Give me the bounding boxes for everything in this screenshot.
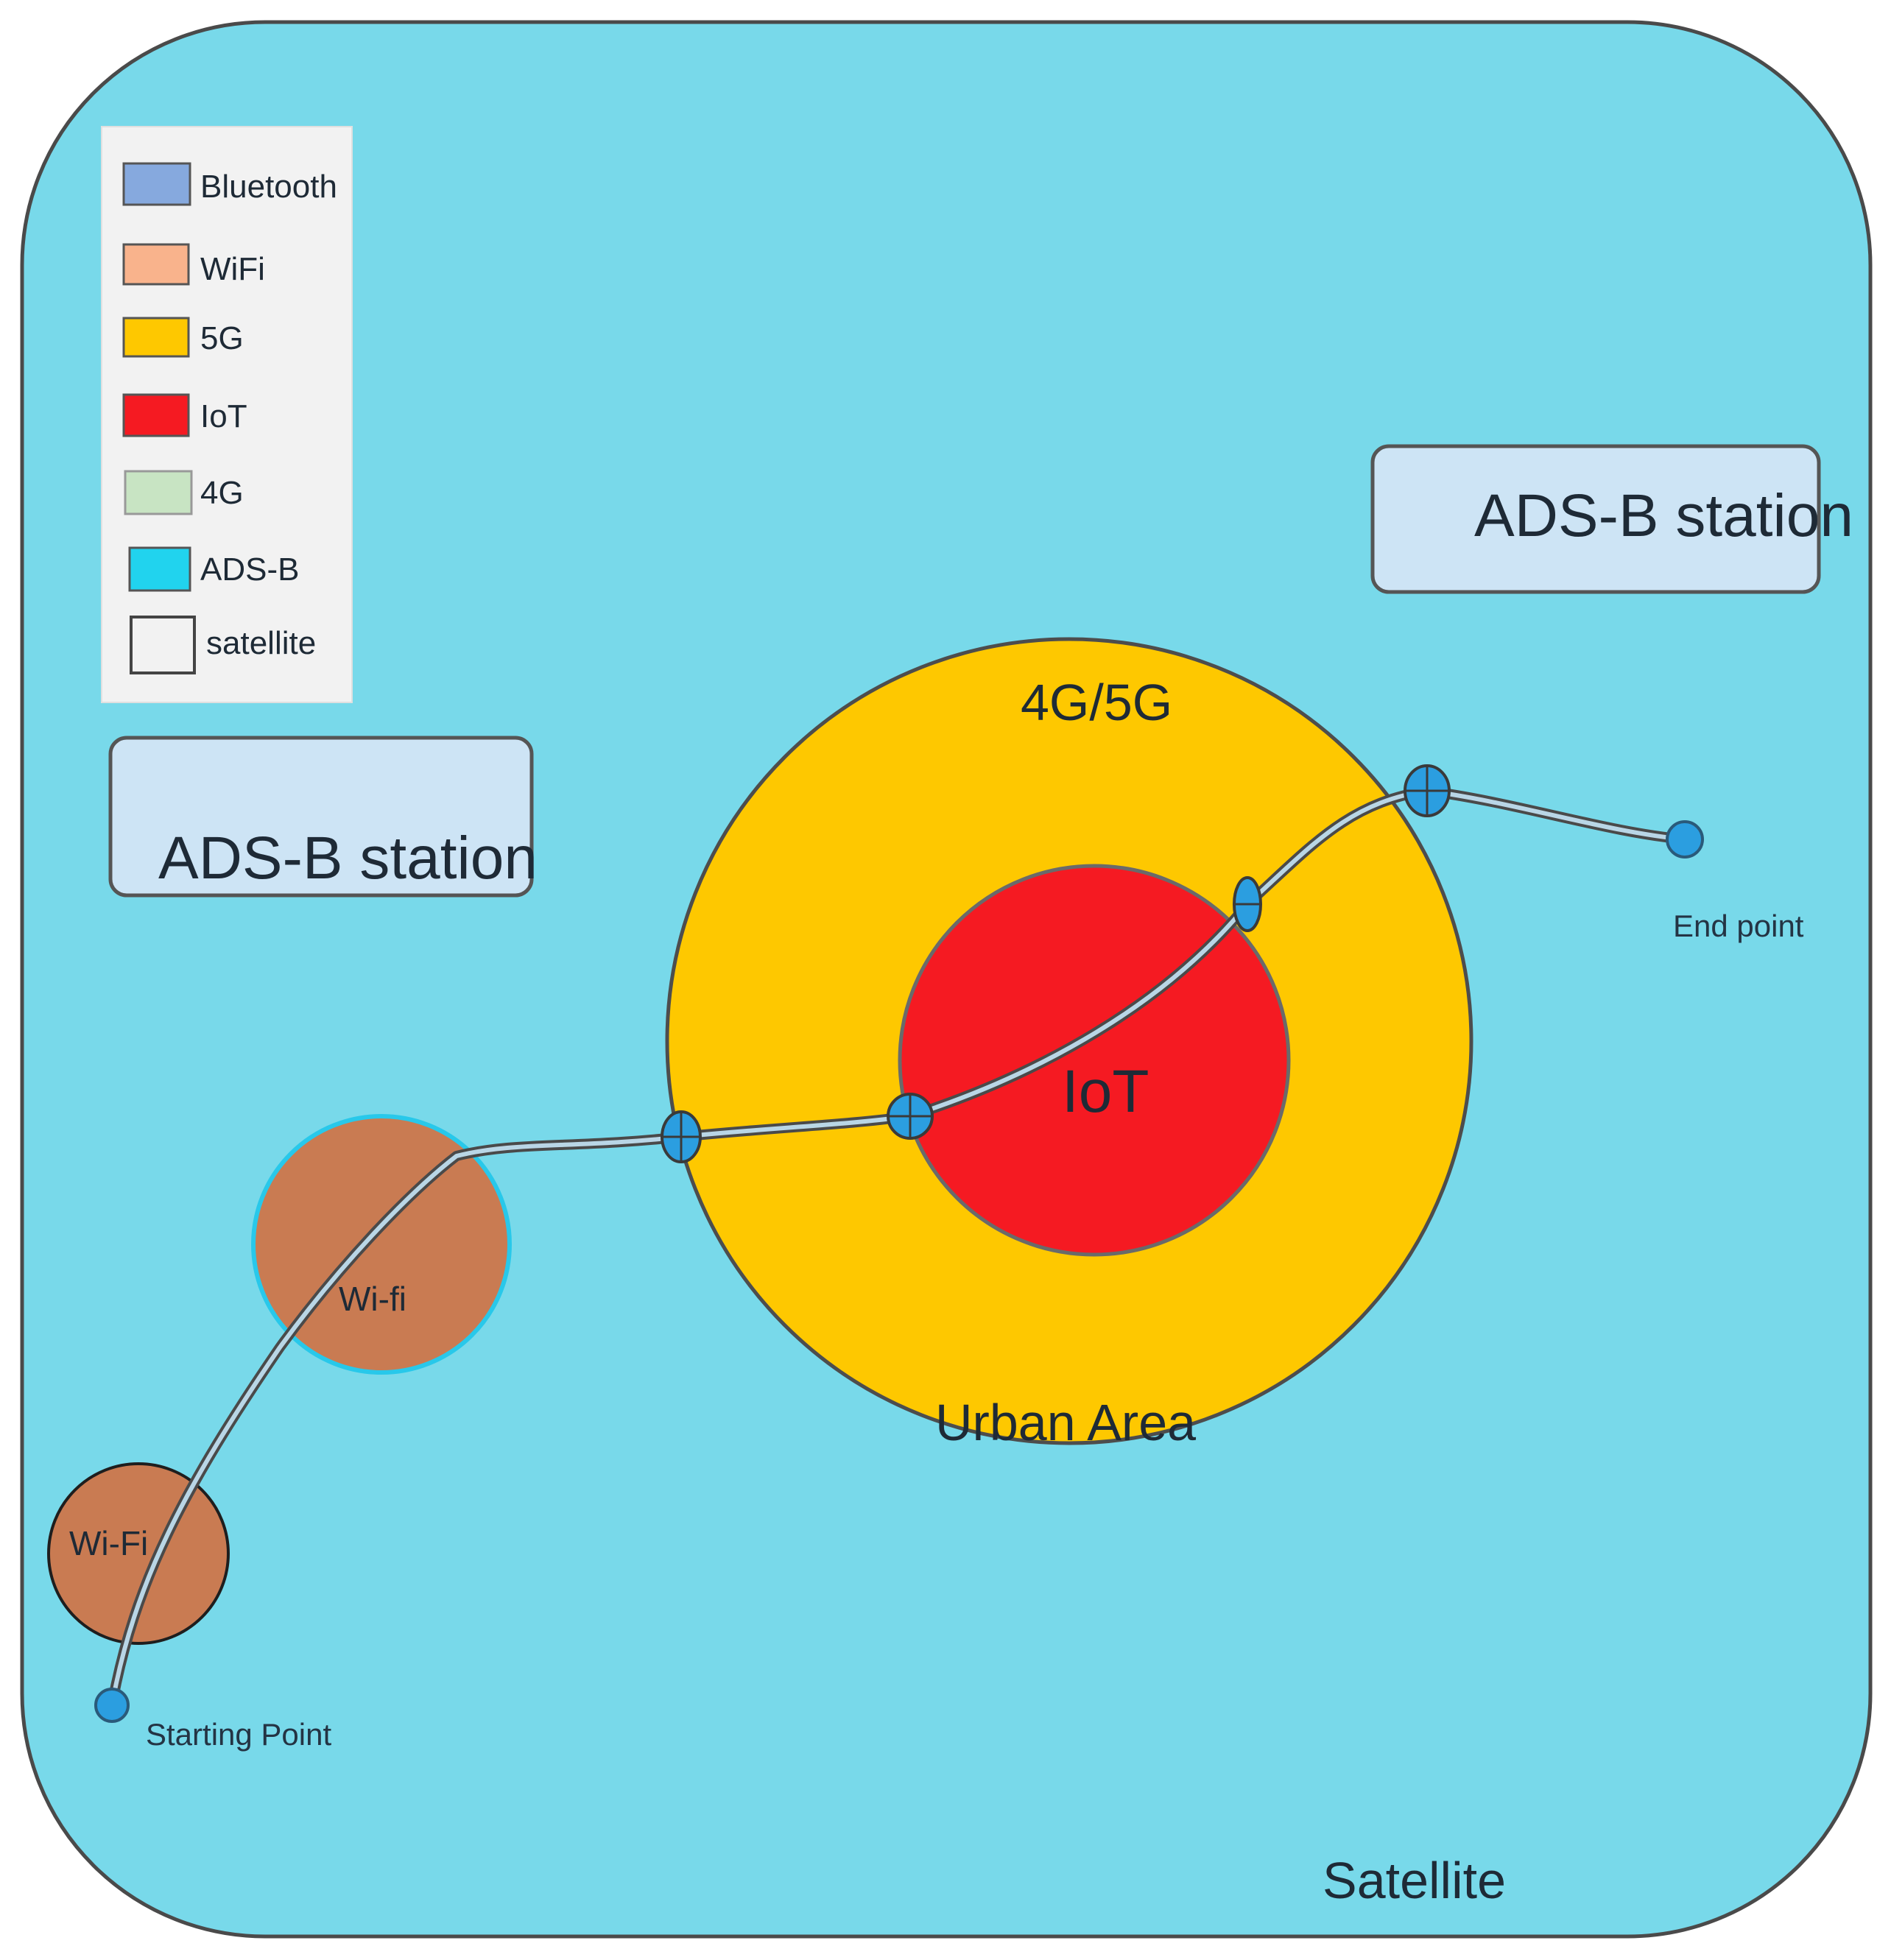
- urban-label-urban-area: Urban Area: [935, 1394, 1196, 1451]
- legend-label-5g: 5G: [200, 320, 244, 356]
- adsb-station-left-label: ADS-B station: [158, 825, 538, 892]
- adsb-station-left: ADS-B station: [108, 736, 538, 898]
- legend-label-4g: 4G: [200, 475, 244, 511]
- wifi-small-label: Wi-Fi: [69, 1524, 148, 1562]
- adsb-station-right: ADS-B station: [1370, 444, 1853, 594]
- legend-swatch-adsb: [128, 546, 191, 592]
- end-point-marker: [1666, 820, 1704, 859]
- legend-swatch-satellite: [130, 616, 196, 674]
- iot-label: IoT: [1062, 1058, 1149, 1125]
- handover-node-iot-exit: [1233, 876, 1262, 932]
- legend-swatch-iot: [122, 393, 190, 437]
- adsb-station-right-box: [1370, 444, 1821, 594]
- legend-label-iot: IoT: [200, 398, 247, 434]
- wifi-zone-large: [251, 1114, 512, 1375]
- wifi-large-label: Wi-fi: [339, 1280, 406, 1318]
- legend-swatch-bluetooth: [122, 162, 191, 206]
- handover-node-urban-exit: [1404, 764, 1451, 817]
- start-point-label: Starting Point: [146, 1717, 331, 1752]
- satellite-label: Satellite: [1323, 1852, 1506, 1909]
- legend-label-adsb: ADS-B: [200, 551, 299, 588]
- flight-path-highlight: [110, 789, 1687, 1707]
- adsb-station-right-label: ADS-B station: [1474, 482, 1853, 549]
- legend-label-satellite: satellite: [206, 625, 316, 661]
- legend-label-bluetooth: Bluetooth: [200, 169, 337, 205]
- legend-swatch-wifi: [122, 243, 190, 286]
- handover-node-urban-entry: [661, 1110, 702, 1163]
- legend: Bluetooth WiFi 5G IoT 4G ADS-B satellite: [101, 126, 353, 703]
- legend-swatch-4g: [124, 470, 193, 515]
- handover-node-iot-entry: [887, 1093, 934, 1140]
- legend-swatch-5g: [122, 317, 190, 358]
- legend-label-wifi: WiFi: [200, 251, 265, 287]
- end-point-label: End point: [1673, 909, 1804, 943]
- start-point-marker: [94, 1688, 130, 1723]
- urban-label-4g5g: 4G/5G: [1021, 674, 1172, 731]
- adsb-station-left-box: [108, 736, 534, 898]
